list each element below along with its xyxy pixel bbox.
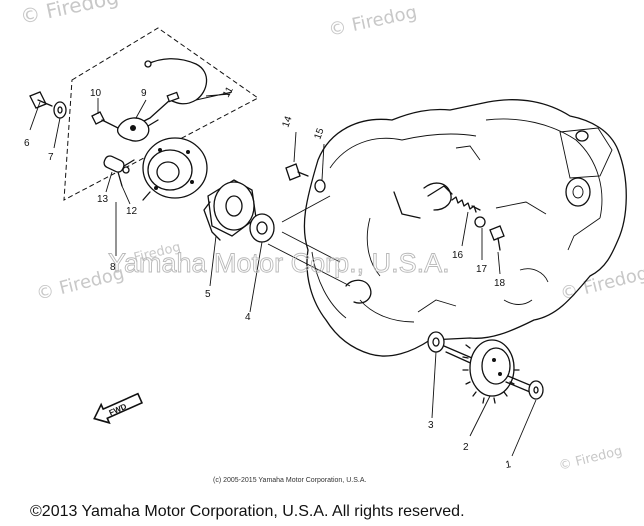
- copyright-small: (c) 2005-2015 Yamaha Motor Corporation, …: [213, 477, 366, 484]
- rotor: [203, 179, 257, 241]
- screw-6: [29, 91, 53, 109]
- bolt-18: [489, 225, 505, 251]
- nut-17: [474, 216, 486, 228]
- callout-16: 16: [452, 250, 464, 261]
- oil-seal: [249, 213, 275, 243]
- callout-4: 4: [245, 312, 251, 323]
- watermark-center-text: Yamaha Motor Corp., U.S.A.: [108, 248, 450, 278]
- callout-15: 15: [312, 126, 326, 141]
- crankcase: [303, 99, 627, 357]
- stator-wire: [133, 58, 233, 127]
- callout-17: 17: [476, 264, 488, 275]
- watermark-site-top: © Firedog: [18, 0, 120, 29]
- contact-breaker: [116, 117, 159, 142]
- watermark-site-top-right: © Firedog: [327, 2, 419, 41]
- callout-14: 14: [280, 114, 294, 129]
- watermark-site-bottom-right: © Firedog: [557, 444, 624, 474]
- fwd-label: FWD: [108, 402, 129, 418]
- stator-assembly-box: [63, 27, 259, 201]
- fwd-arrow: FWD: [93, 392, 144, 425]
- bolt-14: [285, 163, 309, 181]
- callout-9: 9: [141, 88, 147, 99]
- stator-base-plate: [142, 137, 208, 201]
- callout-10: 10: [90, 88, 102, 99]
- shift-arm: [427, 185, 481, 213]
- callout-13: 13: [97, 194, 109, 205]
- leader-lines: [29, 93, 537, 457]
- callout-7: 7: [48, 152, 54, 163]
- copyright-main: ©2013 Yamaha Motor Corporation, U.S.A. A…: [30, 503, 465, 520]
- washer-1: [528, 380, 544, 400]
- washer-7: [53, 101, 67, 119]
- callout-18: 18: [494, 278, 506, 289]
- callout-numbers: 1 2 3 4 5 6 7 8 9 10 11 12 13 14 15 16 1…: [24, 85, 512, 471]
- callout-5: 5: [205, 289, 211, 300]
- drive-gear: [443, 339, 533, 404]
- callout-11: 11: [221, 85, 236, 100]
- callout-1: 1: [505, 459, 513, 471]
- callout-12: 12: [126, 206, 138, 217]
- washer-15: [314, 179, 326, 193]
- callout-8: 8: [110, 262, 116, 273]
- condenser: [103, 155, 135, 187]
- callout-2: 2: [463, 442, 469, 453]
- screw-10: [91, 111, 119, 129]
- callout-6: 6: [24, 138, 30, 149]
- callout-3: 3: [428, 420, 434, 431]
- washer-3: [427, 331, 445, 353]
